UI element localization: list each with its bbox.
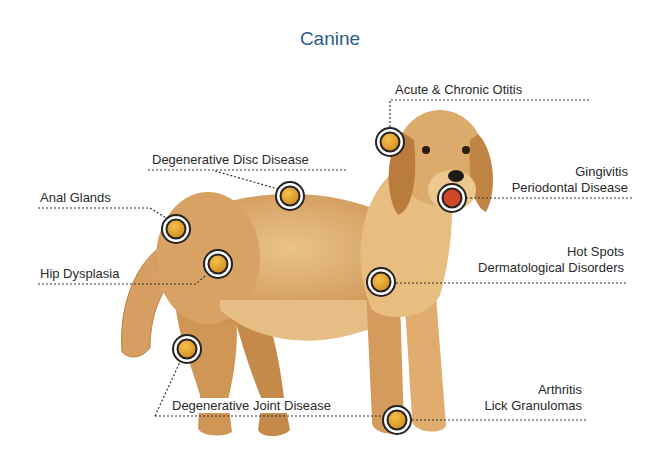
condition-label: Hot Spots xyxy=(565,244,626,259)
target-markers xyxy=(162,128,466,434)
condition-label: Periodontal Disease xyxy=(510,180,630,195)
condition-label: Gingivitis xyxy=(573,164,630,179)
condition-label: Acute & Chronic Otitis xyxy=(393,82,524,97)
leader-line xyxy=(215,171,278,189)
target-marker xyxy=(162,215,190,243)
target-marker xyxy=(276,182,304,210)
condition-label: Lick Granulomas xyxy=(482,398,584,413)
leader-line xyxy=(148,169,348,170)
target-marker xyxy=(173,335,201,363)
diagram-title: Canine xyxy=(0,28,660,50)
leader-lines xyxy=(38,100,632,420)
leader-line xyxy=(155,415,384,416)
condition-label: Degenerative Disc Disease xyxy=(150,152,311,167)
target-marker xyxy=(376,128,404,156)
condition-label: Degenerative Joint Disease xyxy=(170,398,333,413)
condition-label: Anal Glands xyxy=(38,190,113,205)
condition-label: Arthritis xyxy=(536,382,584,397)
leader-line xyxy=(38,208,166,218)
target-marker xyxy=(438,184,466,212)
target-marker xyxy=(367,268,395,296)
condition-label: Hip Dysplasia xyxy=(38,266,121,281)
leader-line xyxy=(412,419,586,420)
target-marker xyxy=(204,250,232,278)
target-marker xyxy=(383,406,411,434)
leader-line xyxy=(396,282,628,283)
leader-line xyxy=(466,197,632,198)
condition-label: Dermatological Disorders xyxy=(476,260,626,275)
dog-body xyxy=(122,110,493,436)
leader-line xyxy=(390,100,590,127)
